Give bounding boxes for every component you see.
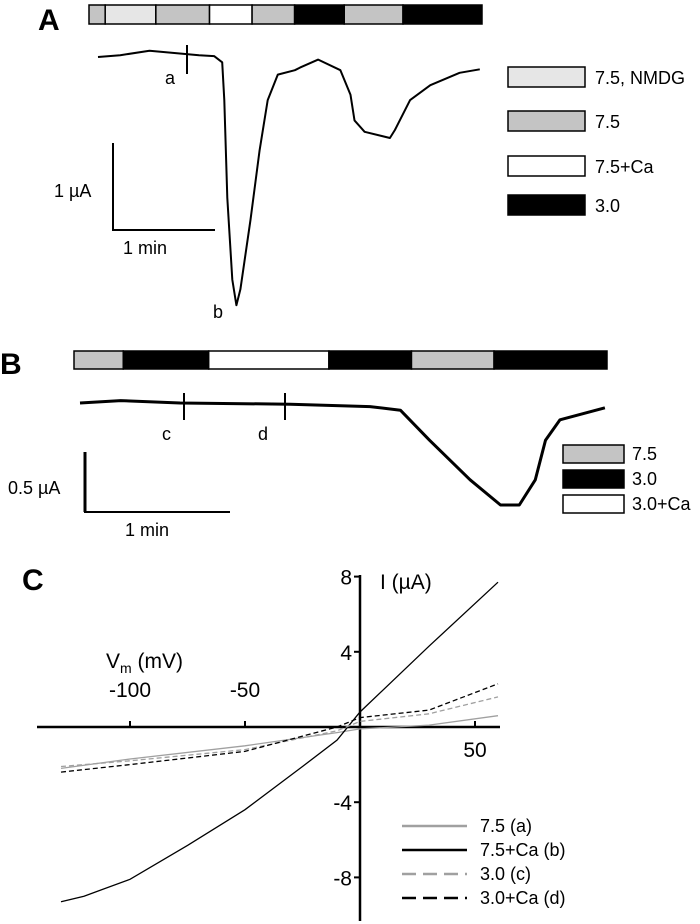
trace-a (97, 49, 480, 307)
panel-label-c: C (22, 564, 44, 597)
legend-label: 3.0 (632, 469, 657, 489)
legend-label: 7.5+Ca (b) (480, 840, 566, 860)
iv-curve (60, 683, 499, 773)
solution-bar-a (88, 4, 483, 25)
panel-label-a: A (38, 4, 60, 37)
legend-label: 7.5 (632, 444, 657, 464)
legend-label: 7.5 (a) (480, 816, 532, 836)
legend-label: 3.0 (595, 196, 620, 216)
marker-c: c (162, 424, 171, 444)
legend-b: 7.5 3.0 3.0+Ca (562, 444, 692, 514)
scale-label-x-a: 1 min (123, 238, 167, 258)
y-tick-label: -4 (333, 792, 352, 815)
legend-swatch (507, 155, 586, 177)
trace-b (79, 399, 606, 507)
x-axis-label-main: V (106, 650, 120, 673)
scale-label-y-a: 1 µA (54, 181, 91, 201)
solution-segment (122, 350, 210, 370)
legend-c: 7.5 (a) 7.5+Ca (b) 3.0 (c) 3.0+Ca (d) (402, 816, 566, 908)
legend-swatch (562, 494, 625, 514)
scale-label-y-b: 0.5 µA (8, 478, 60, 498)
iv-curve (60, 715, 499, 770)
legend-swatch (562, 469, 625, 489)
solution-bar-b (73, 350, 608, 370)
solution-segment (251, 4, 296, 25)
solution-segment (208, 4, 253, 25)
solution-segment (88, 4, 106, 25)
y-tick-label: 8 (340, 567, 352, 590)
current-trace (79, 399, 606, 507)
iv-series (60, 581, 499, 903)
legend-label: 7.5, NMDG (595, 68, 685, 88)
marker-d: d (258, 424, 268, 444)
current-trace (97, 49, 480, 307)
legend-label: 3.0+Ca (632, 494, 692, 514)
marker-b: b (213, 302, 223, 322)
solution-segment (104, 4, 157, 25)
solution-segment (207, 350, 330, 370)
solution-segment (293, 4, 345, 25)
iv-curve (60, 581, 499, 903)
x-tick-label: -50 (230, 679, 260, 702)
legend-swatch (507, 66, 586, 88)
solution-segment (73, 350, 124, 370)
scale-label-x-b: 1 min (125, 520, 169, 540)
legend-label: 7.5 (595, 112, 620, 132)
x-tick-label: 50 (463, 739, 486, 762)
iv-axes: -100 -50 50 8 4 -4 -8 (37, 567, 500, 921)
panel-label-b: B (0, 348, 22, 381)
iv-curve (60, 696, 499, 768)
legend-a: 7.5, NMDG 7.5 7.5+Ca 3.0 (507, 66, 685, 216)
x-axis-label: Vm (mV) (106, 650, 183, 676)
x-tick-label: -100 (109, 679, 151, 702)
legend-label: 3.0 (c) (480, 864, 531, 884)
y-tick-label: 4 (340, 642, 352, 665)
solution-segment (155, 4, 211, 25)
solution-segment (402, 4, 483, 25)
solution-segment (343, 4, 404, 25)
solution-segment (328, 350, 413, 370)
solution-segment (410, 350, 495, 370)
legend-label: 3.0+Ca (d) (480, 888, 566, 908)
legend-swatch (507, 194, 586, 216)
x-axis-label-unit: (mV) (132, 650, 183, 673)
solution-segment (493, 350, 608, 370)
marker-a: a (165, 68, 176, 88)
y-axis-label: I (µA) (380, 571, 432, 594)
x-axis-label-sub: m (120, 660, 132, 676)
legend-label: 7.5+Ca (595, 157, 655, 177)
legend-swatch (507, 110, 586, 132)
y-tick-label: -8 (333, 867, 352, 890)
legend-swatch (562, 444, 625, 464)
